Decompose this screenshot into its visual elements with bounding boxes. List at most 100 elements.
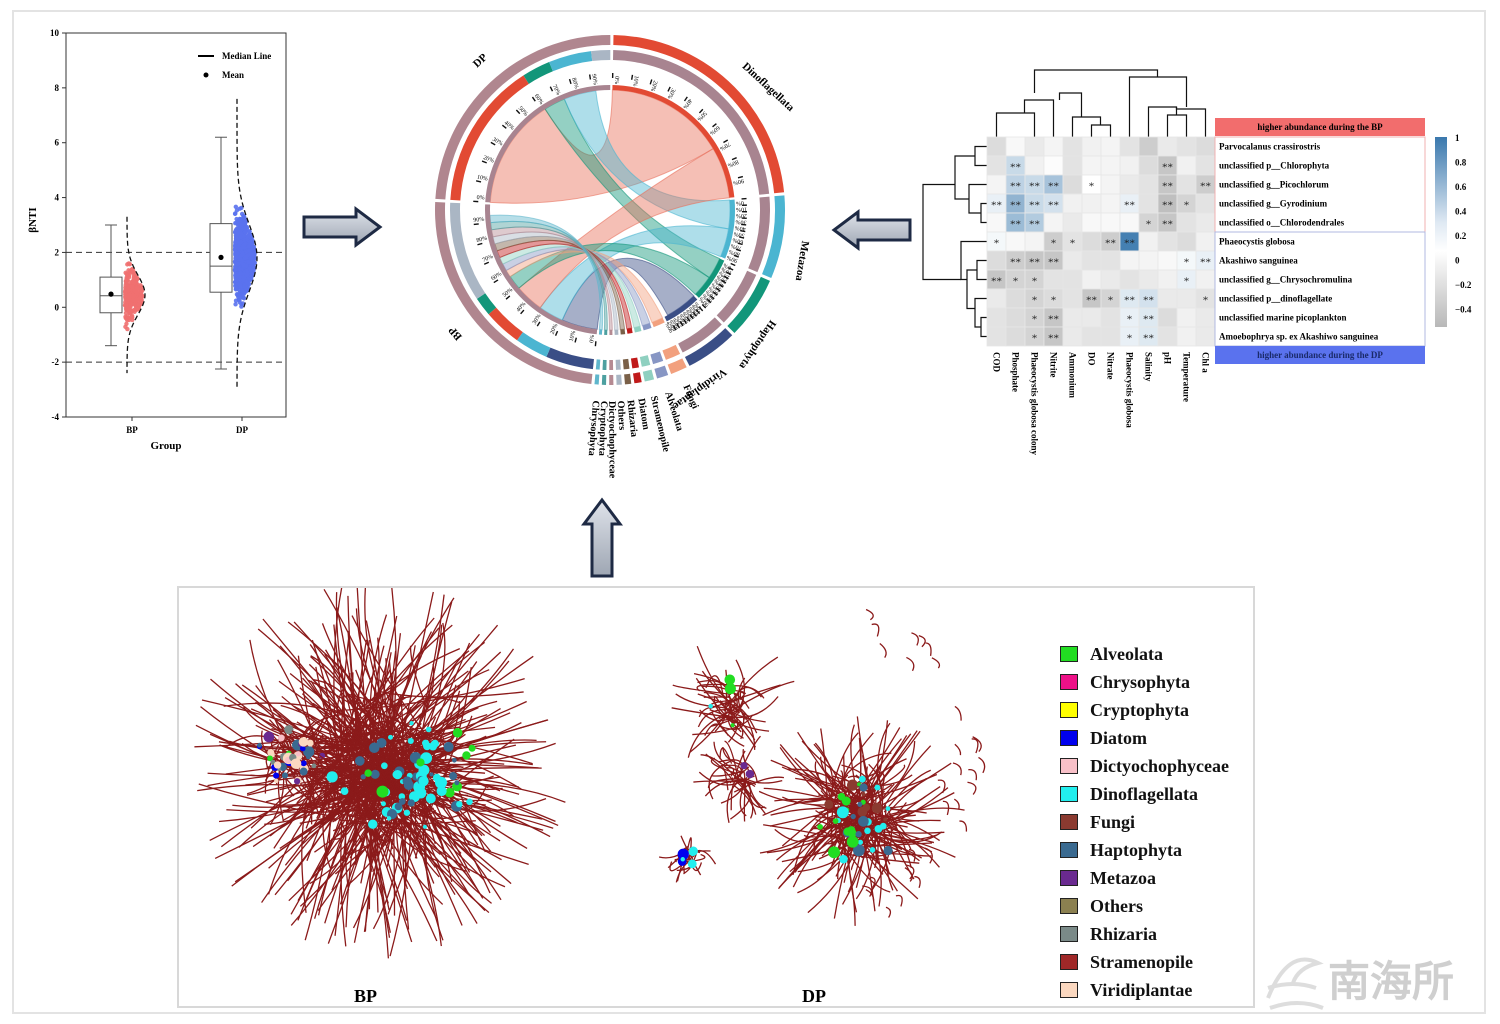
network-node [369, 742, 380, 754]
column-label: Salinity [1144, 352, 1154, 382]
network-node [319, 752, 326, 759]
legend-label: Cryptophyta [1090, 699, 1190, 720]
significance-mark: ** [1010, 181, 1021, 193]
y-tick-label: 4 [55, 193, 60, 203]
network-node [386, 816, 392, 821]
data-point [134, 285, 140, 290]
legend-swatch-icon [1060, 758, 1078, 774]
arrow-left-icon [831, 209, 912, 251]
heatmap-cell [1176, 174, 1197, 195]
heatmap-cell [986, 326, 1007, 347]
heatmap-cell [1195, 307, 1216, 328]
row-label: unclassified marine picoplankton [1219, 313, 1347, 323]
colorbar-tick-label: −0.4 [1455, 305, 1472, 315]
network-node [257, 742, 262, 748]
significance-mark: * [1032, 314, 1038, 326]
tick [574, 337, 578, 343]
tick-label: 70% [705, 289, 717, 301]
network-node [263, 731, 275, 743]
heatmap-cell [1195, 231, 1216, 252]
tick-label: 60% [675, 315, 686, 327]
tick-label: 30% [666, 87, 676, 100]
column-label: Phosphate [1011, 352, 1021, 392]
sector-inner-Dinoflagellata [612, 85, 735, 198]
data-point [243, 288, 249, 293]
data-point [233, 249, 238, 255]
colorbar-tick-label: 1 [1455, 133, 1460, 143]
tick-label: 70% [730, 242, 742, 251]
legend-swatch-icon [1060, 702, 1078, 718]
sector-outer-Cryptophyta [601, 374, 607, 385]
network-edge [908, 849, 916, 862]
tick [739, 236, 745, 239]
significance-mark: ** [1010, 219, 1021, 231]
data-point [123, 314, 128, 319]
heatmap-cell [986, 155, 1007, 176]
data-point [123, 279, 129, 284]
network-edge [389, 758, 442, 947]
network-edge [733, 784, 757, 815]
network-edge [386, 650, 397, 770]
network-edge [434, 734, 447, 765]
network-edge [871, 815, 906, 834]
composition-segment [488, 307, 523, 341]
sector-outer-Dinoflagellata [613, 35, 785, 194]
chord-ribbon [489, 89, 714, 204]
significance-mark: ** [1010, 200, 1021, 212]
legend-swatch-icon [1060, 982, 1078, 998]
heatmap-cell [1138, 269, 1159, 290]
data-point [234, 261, 239, 267]
row-dendrogram [922, 145, 987, 338]
data-point [251, 253, 257, 258]
network-node [381, 762, 388, 770]
legend-item: Dinoflagellata [1060, 780, 1229, 808]
dendrogram-branch [995, 112, 1036, 137]
tick [733, 254, 739, 258]
heatmap-cell [1119, 155, 1140, 176]
data-point [132, 302, 137, 307]
network-edge [689, 705, 731, 753]
data-point [233, 255, 238, 261]
network-edge [720, 770, 746, 804]
significance-mark: * [1184, 257, 1190, 269]
network-edge [395, 776, 409, 890]
tick [726, 271, 732, 276]
tick-label: 20% [718, 270, 731, 280]
composition-segment [517, 332, 551, 357]
network-node [295, 751, 301, 757]
heatmap-cell [1138, 193, 1159, 214]
data-point [138, 294, 144, 299]
y-tick-label: -2 [52, 357, 60, 367]
heatmap-cell [986, 288, 1007, 309]
tick [520, 309, 525, 315]
heatmap-cell [1119, 174, 1140, 195]
sector-inner-Fungi [651, 317, 665, 328]
data-point [132, 274, 138, 279]
network-edge [270, 743, 291, 772]
heatmap-cell [1176, 212, 1197, 233]
network-node [299, 767, 308, 776]
heatmap-cell [1195, 136, 1216, 157]
heatmap-cell [1081, 307, 1102, 328]
significance-mark: ** [1010, 162, 1021, 174]
heatmap-cell [1043, 269, 1064, 290]
network-edge [904, 867, 913, 882]
network-edge [714, 696, 766, 723]
tick-label: 0% [693, 301, 703, 311]
tick-label: 10% [476, 174, 488, 182]
data-point [125, 326, 130, 332]
tick-label: 40% [503, 120, 515, 132]
network-node [340, 787, 349, 796]
network-edge [924, 847, 933, 864]
network-edge [280, 704, 400, 765]
tick-label: 0% [589, 335, 596, 344]
network-node [392, 770, 401, 779]
network-edge [968, 769, 978, 781]
data-point [238, 256, 243, 262]
network-node [452, 727, 463, 738]
tick [490, 141, 496, 146]
data-point [246, 260, 251, 265]
heatmap-cell [1195, 155, 1216, 176]
network-node [376, 737, 387, 748]
tick [536, 321, 541, 327]
